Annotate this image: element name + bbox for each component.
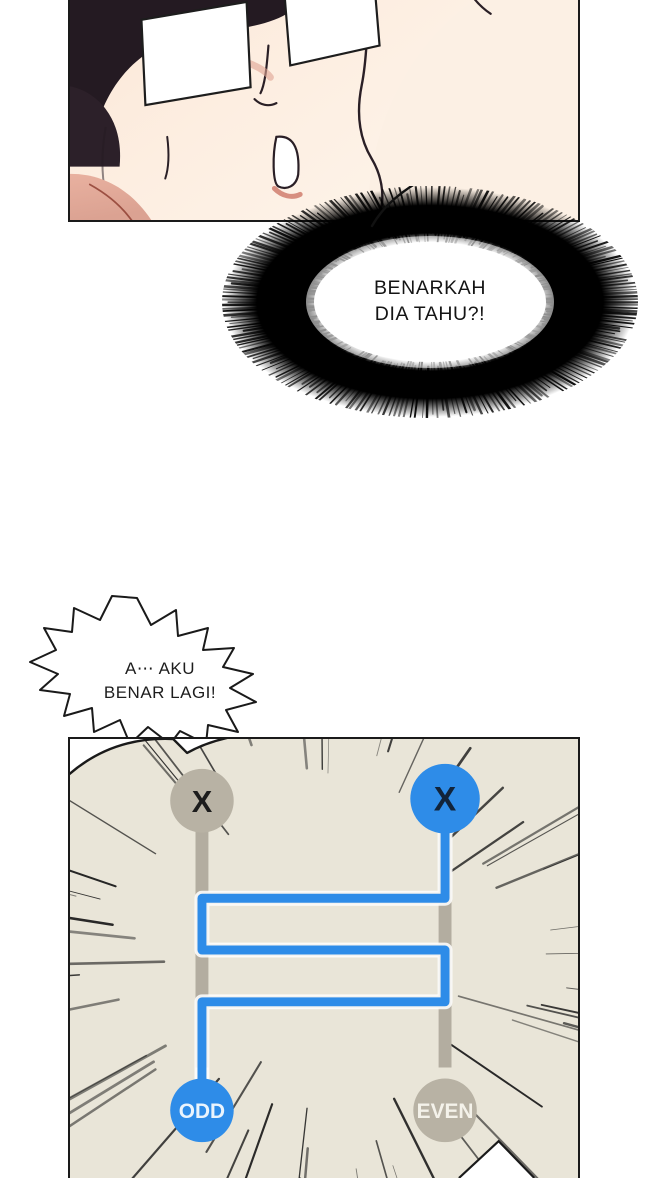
node-top-right[interactable]: X (410, 764, 479, 834)
jagged-bubble-shape (20, 592, 300, 744)
node-top-left-label: X (192, 784, 213, 819)
amidakuji-diagram: X X ODD EVEN (70, 739, 578, 1178)
panel-ladder-puzzle: X X ODD EVEN (68, 737, 580, 1178)
node-bottom-right[interactable]: EVEN (413, 1078, 477, 1142)
shout-bubble-spiky: BENARKAH DIA TAHU?! (222, 186, 638, 418)
jagged-speech-bubble: A⋯ AKU BENAR LAGI! (20, 592, 300, 744)
node-bottom-left[interactable]: ODD (170, 1078, 234, 1142)
node-top-right-label: X (434, 781, 457, 819)
node-even-label: EVEN (417, 1100, 474, 1123)
shout-bubble-shape (222, 186, 638, 418)
node-odd-label: ODD (179, 1100, 225, 1123)
node-top-left[interactable]: X (170, 769, 234, 833)
